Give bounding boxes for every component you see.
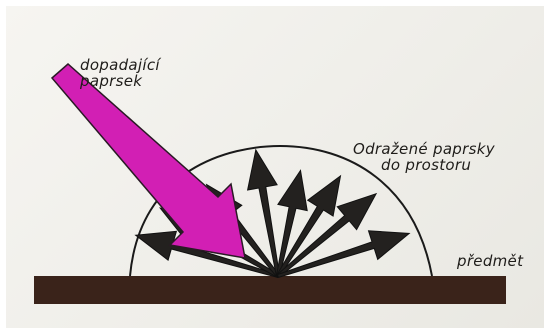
incident-ray-arrow [52, 64, 245, 258]
incident-ray-label-line-2: paprsek [80, 74, 160, 90]
reflected-rays-label: Odražené paprsky do prostoru [353, 142, 495, 174]
reflected-ray-arrow [277, 170, 308, 276]
reflected-rays-label-line-2: do prostoru [353, 158, 495, 174]
reflected-ray-arrow [278, 231, 410, 278]
object-surface [34, 276, 506, 304]
object-label-text: předmět [457, 254, 523, 270]
incident-ray-label: dopadající paprsek [80, 58, 160, 90]
object-label: předmět [457, 254, 523, 270]
